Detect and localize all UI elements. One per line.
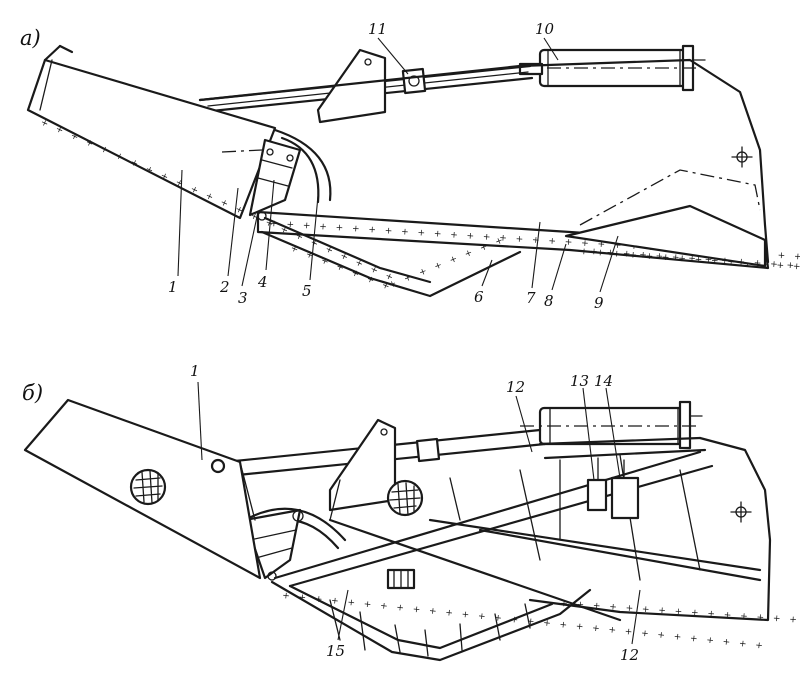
callout-15: 15 bbox=[326, 642, 345, 660]
dashdot-outline-a bbox=[579, 169, 761, 226]
callout-10: 10 bbox=[535, 20, 555, 38]
callout-4: 4 bbox=[257, 273, 268, 291]
callout-12-bottom: 12 bbox=[620, 646, 639, 664]
callout-11: 11 bbox=[368, 20, 387, 38]
view-b: б) bbox=[22, 362, 800, 664]
hydraulic-cylinder-b bbox=[520, 400, 703, 450]
frame-body-a bbox=[198, 58, 770, 264]
ribbed-chute-b bbox=[270, 580, 592, 662]
callout-12-top: 12 bbox=[506, 378, 525, 396]
bracket-plate-a bbox=[316, 48, 387, 124]
callout-7: 7 bbox=[526, 289, 536, 307]
callout-2: 2 bbox=[219, 278, 230, 296]
callout-13: 13 bbox=[570, 372, 589, 390]
svg-text:+ + + + + + + + + + + + + + +: + + + + + + + + + + + + + + + + bbox=[560, 599, 800, 627]
svg-text:+ + + + + + + + + + + + + + +: + + + + + + + + + + + + + + + + + + + + … bbox=[282, 591, 767, 652]
bolt-knob bbox=[210, 458, 226, 474]
bracket-plate-b bbox=[328, 418, 397, 512]
callout-9: 9 bbox=[594, 294, 604, 312]
lower-beam-a bbox=[256, 210, 770, 270]
callout-1-b: 1 bbox=[190, 362, 200, 380]
pivot-sector-b bbox=[243, 507, 347, 581]
panel-label-a: а) bbox=[20, 26, 41, 50]
frame-body-b bbox=[528, 436, 772, 622]
view-a: а) + + bbox=[20, 20, 800, 312]
leaders-b bbox=[197, 381, 641, 645]
callout-5: 5 bbox=[302, 282, 312, 300]
drive-unit-b bbox=[586, 457, 640, 520]
mesh-hatch-center bbox=[386, 479, 424, 517]
callout-8: 8 bbox=[544, 292, 554, 310]
callout-3: 3 bbox=[238, 289, 248, 307]
callout-6: 6 bbox=[474, 288, 484, 306]
crosshair-mark-a bbox=[731, 146, 753, 168]
hydraulic-cylinder-a bbox=[518, 44, 706, 92]
wedge-plate-a bbox=[564, 204, 767, 268]
crosshair-mark-b bbox=[730, 501, 752, 523]
pivot-assembly-a bbox=[221, 128, 332, 221]
leaders-a bbox=[177, 37, 619, 293]
panel-label-b: б) bbox=[22, 381, 43, 405]
mesh-hatch-left bbox=[129, 468, 167, 506]
bottom-chute-a bbox=[260, 230, 522, 298]
callout-14: 14 bbox=[594, 372, 613, 390]
callout-1-a: 1 bbox=[168, 278, 178, 296]
